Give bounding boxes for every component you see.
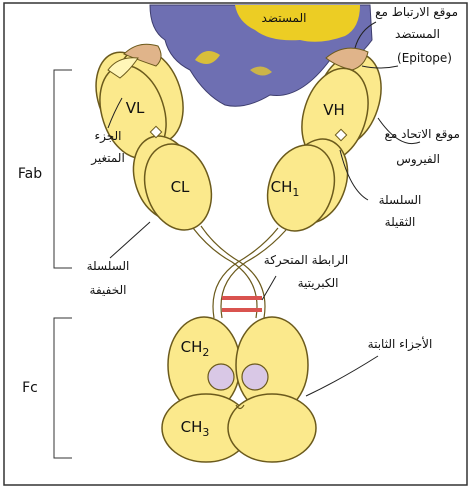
fab-label: Fab <box>18 166 42 182</box>
vl-label: VL <box>126 99 145 117</box>
heavy-chain-line1: السلسلة <box>379 193 422 207</box>
disulfide-bond-1 <box>222 296 262 300</box>
heavy-chain-line2: الثقيلة <box>385 215 416 229</box>
ch1-main: CH <box>271 178 293 196</box>
fc-label: Fc <box>22 380 38 396</box>
carbohydrate-left <box>208 364 234 390</box>
hinge-line2: الكبريتية <box>298 276 339 291</box>
variable-part-line1: الجزء <box>95 129 122 144</box>
ch2-main: CH <box>181 338 203 356</box>
cl-label: CL <box>171 178 190 196</box>
antigen-binding-site-line1: موقع الارتباط مع <box>375 5 458 20</box>
constant-parts-label: الأجزاء الثابتة <box>368 336 433 352</box>
disulfide-bond-2 <box>222 308 262 312</box>
antigen-binding-site-line2: المستضد <box>395 27 440 41</box>
epitope-label: (Epitope) <box>397 51 452 65</box>
vh-label: VH <box>323 101 345 119</box>
antigen-label: المستضد <box>262 11 307 25</box>
light-chain-line1: السلسلة <box>87 259 130 273</box>
virus-binding-site-line2: الفيروس <box>396 152 440 167</box>
ch3-main: CH <box>181 418 203 436</box>
ch1-sub: 1 <box>292 186 299 199</box>
ch3-sub: 3 <box>202 426 209 439</box>
variable-part-line2: المتغير <box>90 151 125 166</box>
carbohydrate-right <box>242 364 268 390</box>
ch3-right-domain <box>228 394 316 462</box>
ch2-sub: 2 <box>202 346 209 359</box>
hinge-line1: الرابطة المتحركة <box>264 253 348 268</box>
light-chain-line2: الخفيفة <box>90 283 127 297</box>
virus-binding-site-line1: موقع الاتحاد مع <box>385 127 460 142</box>
